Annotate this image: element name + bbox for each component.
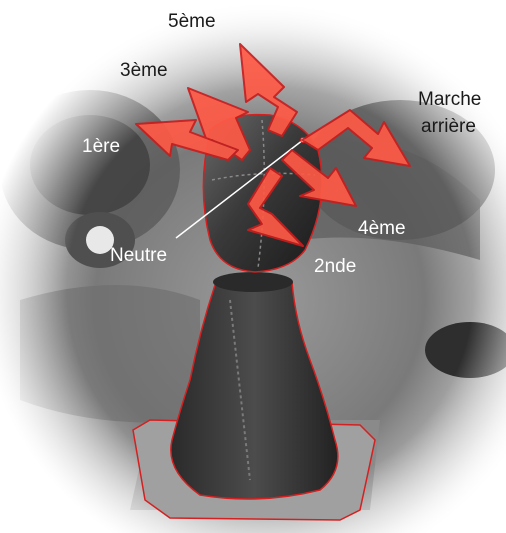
label-fifth-gear: 5ème	[168, 11, 216, 33]
label-second-gear: 2nde	[314, 256, 356, 278]
label-fourth-gear: 4ème	[358, 218, 406, 240]
label-first-gear: 1ère	[82, 136, 120, 158]
label-reverse-line1: Marche	[418, 89, 481, 111]
label-reverse-line2: arrière	[421, 116, 476, 138]
label-neutral: Neutre	[110, 245, 167, 267]
label-third-gear: 3ème	[120, 60, 168, 82]
